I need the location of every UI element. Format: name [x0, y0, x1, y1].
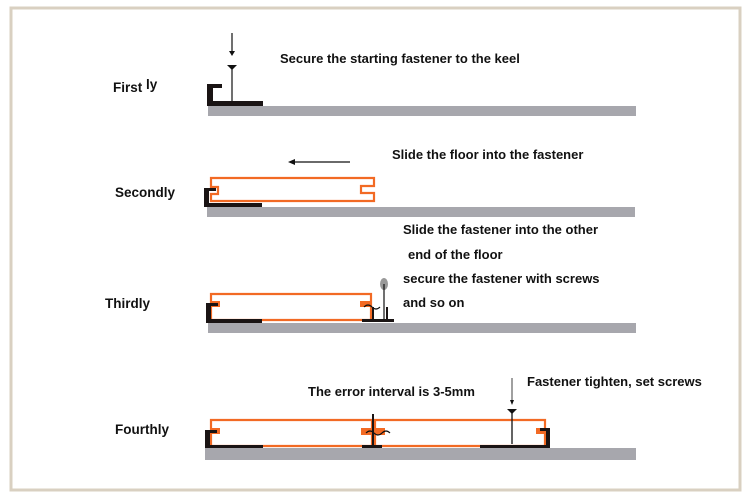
screw-icon [227, 65, 237, 101]
step-2-caption: Slide the floor into the fastener [392, 147, 583, 162]
step-4-label: Fourthly [115, 422, 169, 437]
keel [208, 323, 636, 333]
floor-board-1 [209, 418, 374, 448]
step-4-caption-1: The error interval is 3-5mm [308, 384, 475, 399]
step-3: Thirdly Slide the fastener into the othe… [105, 222, 636, 333]
starting-fastener [205, 430, 263, 448]
screw-icon [380, 278, 388, 320]
step-1-label-suffix: ly [146, 77, 158, 92]
step-3-caption-1: Slide the fastener into the other [403, 222, 598, 237]
frame-border [9, 6, 742, 492]
starting-fastener [204, 188, 262, 207]
end-fastener [362, 304, 394, 322]
step-1-label: First [113, 80, 143, 95]
arrow-down-icon [510, 378, 514, 405]
step-3-caption-3: secure the fastener with screws [403, 271, 600, 286]
step-2: Secondly Slide the floor into the fasten… [115, 147, 635, 217]
starting-fastener [207, 84, 263, 106]
floor-board [209, 176, 376, 203]
arrow-left-icon [288, 159, 350, 165]
step-3-caption-4: and so on [403, 295, 464, 310]
step-4-caption-2: Fastener tighten, set screws [527, 374, 702, 389]
step-1-caption: Secure the starting fastener to the keel [280, 51, 520, 66]
keel [205, 448, 636, 460]
middle-fastener [362, 414, 391, 448]
floor-board-2 [373, 418, 547, 448]
step-2-label: Secondly [115, 185, 176, 200]
floor-board [209, 292, 373, 322]
arrow-down-icon [229, 33, 235, 56]
step-4: Fourthly The error interval is 3-5mm Fas… [115, 374, 702, 460]
end-fastener [480, 428, 550, 448]
step-3-label: Thirdly [105, 296, 150, 311]
step-1: First ly Secure the starting fastener to… [113, 33, 636, 116]
keel [207, 207, 635, 217]
starting-fastener [206, 303, 262, 323]
screw-icon [507, 409, 517, 444]
step-3-caption-2: end of the floor [408, 247, 503, 262]
keel [208, 106, 636, 116]
